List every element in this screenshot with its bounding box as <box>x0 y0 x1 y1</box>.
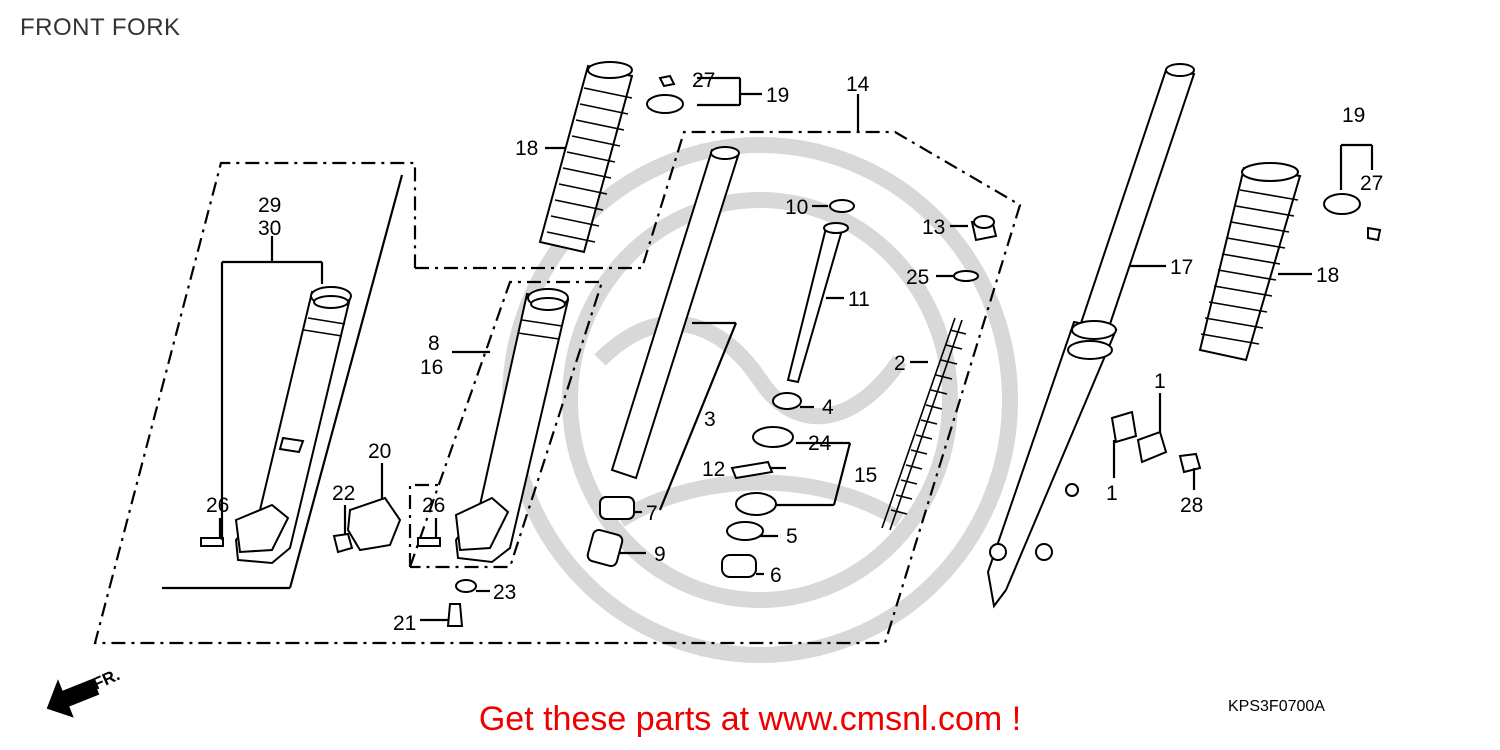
callout-labels: 29 30 8 16 26 26 20 22 23 21 18 27 19 14… <box>206 69 1383 635</box>
assembly-outlines <box>93 130 1022 645</box>
callout-23: 23 <box>493 581 516 604</box>
callout-21: 21 <box>393 612 416 635</box>
callout-12: 12 <box>702 458 725 481</box>
callout-18-right: 18 <box>1316 264 1339 287</box>
callout-24: 24 <box>808 432 832 455</box>
callout-17: 17 <box>1170 256 1193 279</box>
damper-rod <box>786 199 855 384</box>
callout-28: 28 <box>1180 494 1203 517</box>
callout-15: 15 <box>854 464 877 487</box>
callout-3: 3 <box>704 408 716 431</box>
diagram-code: KPS3F0700A <box>1228 698 1325 715</box>
callout-13: 13 <box>922 216 945 239</box>
callout-1-bottom: 1 <box>1106 482 1118 505</box>
fork-slider-middle <box>417 288 570 564</box>
dust-boot-left <box>538 61 634 254</box>
callout-22: 22 <box>332 482 355 505</box>
callout-19-right: 19 <box>1342 104 1365 127</box>
callout-6: 6 <box>770 564 782 587</box>
fork-slider-left <box>162 174 404 590</box>
call-to-action-link[interactable]: Get these parts at www.cmsnl.com ! <box>478 700 1022 738</box>
callout-1-top: 1 <box>1154 370 1166 393</box>
fork-spring <box>881 317 967 531</box>
callout-7: 7 <box>646 502 658 525</box>
callout-26-right: 26 <box>422 494 445 517</box>
callout-30: 30 <box>258 217 281 240</box>
axle-holder-parts <box>332 496 477 627</box>
callout-27-left: 27 <box>692 69 715 92</box>
callout-14: 14 <box>846 73 870 96</box>
page-title: FRONT FORK <box>20 14 181 41</box>
seals-and-bushings <box>586 392 852 578</box>
callout-26-left: 26 <box>206 494 229 517</box>
callout-10: 10 <box>785 196 808 219</box>
callout-16: 16 <box>420 356 443 379</box>
callout-27-right: 27 <box>1360 172 1383 195</box>
callout-11: 11 <box>848 288 870 311</box>
callout-29: 29 <box>258 194 281 217</box>
fork-assembly-right <box>986 63 1196 609</box>
callout-4: 4 <box>822 396 834 419</box>
callout-20: 20 <box>368 440 391 463</box>
callout-2: 2 <box>894 352 906 375</box>
boot-clamps <box>646 74 1382 242</box>
callout-18-left: 18 <box>515 137 538 160</box>
inner-fork-tube <box>610 146 740 511</box>
callout-5: 5 <box>786 525 798 548</box>
callout-8: 8 <box>428 332 440 355</box>
leader-lines <box>218 76 1374 622</box>
callout-9: 9 <box>654 543 666 566</box>
fr-label: FR. <box>90 665 123 693</box>
callout-25: 25 <box>906 266 929 289</box>
callout-19-left: 19 <box>766 84 789 107</box>
hose-guide <box>1110 410 1202 474</box>
dust-boot-right <box>1198 162 1302 362</box>
